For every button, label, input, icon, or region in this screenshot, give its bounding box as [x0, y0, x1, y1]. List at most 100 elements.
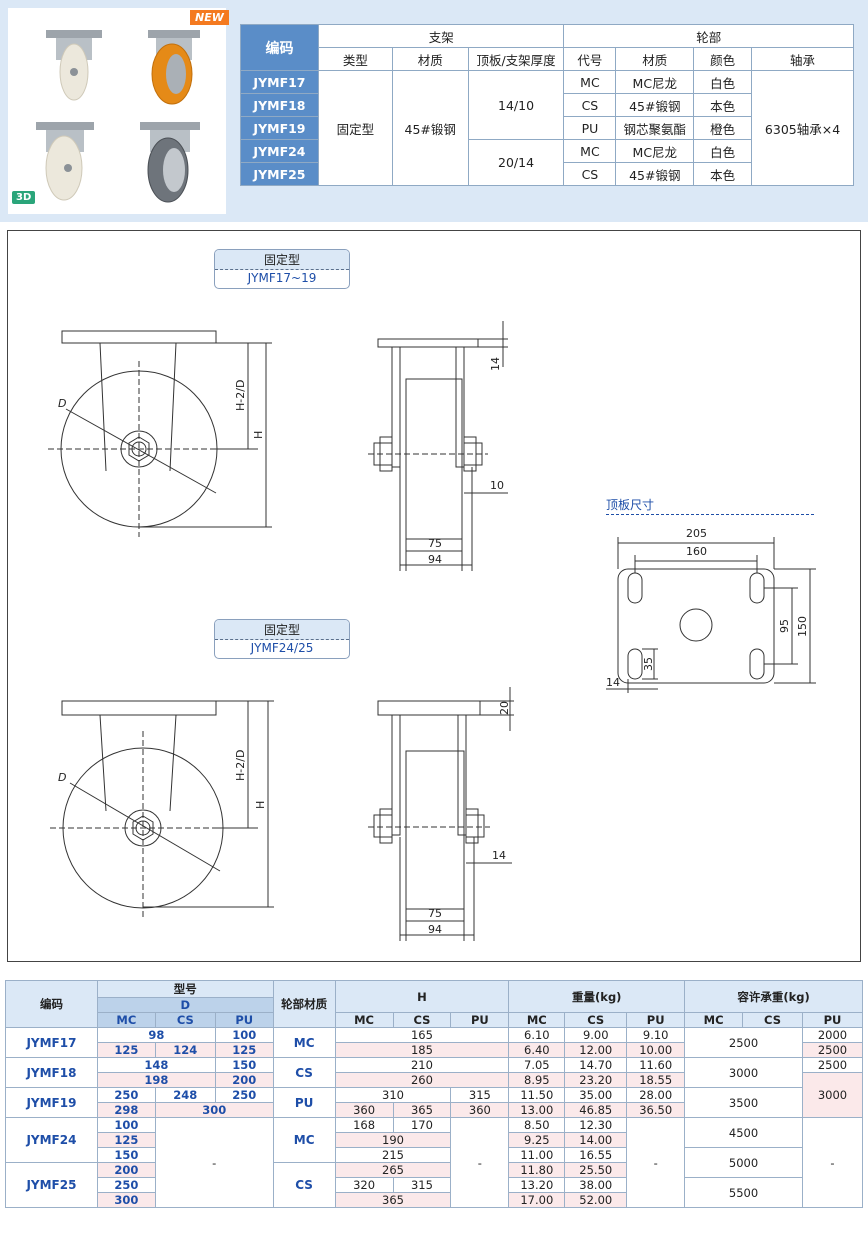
- spec-wheel-code: PU: [563, 116, 617, 140]
- table-row: 298 300 360 365 360 13.00 46.85 36.50: [6, 1102, 863, 1118]
- load-value: 3000: [801, 1072, 864, 1118]
- table-row: JYMF18 148 150 CS 210 7.05 14.70 11.60 3…: [5, 1057, 864, 1088]
- spec-code: JYMF17: [240, 70, 319, 94]
- dim-h2d-label-2: H-2/D: [234, 750, 247, 781]
- spec-subheader: 材质: [615, 47, 695, 71]
- spec-wheel-header: 轮部: [563, 24, 854, 48]
- w-value: 52.00: [564, 1192, 628, 1208]
- tag-title: 固定型: [215, 620, 349, 640]
- w-value: 9.10: [626, 1027, 686, 1043]
- sub-pu: PU: [214, 1012, 274, 1028]
- w-value: 11.80: [508, 1162, 566, 1178]
- d-dash: -: [154, 1117, 274, 1208]
- spec-material: 45#锻钢: [391, 70, 469, 186]
- table-row: 125 190 9.25 14.00: [6, 1132, 863, 1148]
- col-code: 编码: [5, 980, 98, 1028]
- w-value: 14.70: [564, 1057, 628, 1073]
- dim-h-label-2: H: [254, 801, 267, 809]
- sub-mc: MC: [96, 1012, 156, 1028]
- d-value: 198: [96, 1072, 216, 1088]
- h-value: 168: [334, 1117, 394, 1133]
- dim-d-label: D: [58, 397, 66, 410]
- plate-160: 160: [686, 545, 707, 558]
- sub-cs: CS: [742, 1012, 803, 1028]
- h-value: 315: [450, 1087, 510, 1103]
- sub-cs: CS: [392, 1012, 452, 1028]
- table-row: JYMF25 200 CS 265 11.80 25.50: [5, 1162, 863, 1208]
- d-value: 124: [154, 1042, 216, 1058]
- load-value: 2000: [801, 1027, 864, 1043]
- col-weight: 重量(kg): [508, 980, 686, 1013]
- spec-wheel-material: 钢芯聚氨酯: [615, 116, 695, 140]
- dim-h-label: H: [252, 431, 265, 439]
- col-h: H: [334, 980, 510, 1013]
- spec-code: JYMF18: [240, 93, 319, 117]
- w-value: 38.00: [564, 1177, 628, 1193]
- tag-subtitle: JYMF17~19: [247, 271, 317, 285]
- spec-wheel-material: MC尼龙: [615, 139, 695, 163]
- spec-wheel-material: 45#锻钢: [615, 162, 695, 186]
- w-value: 46.85: [564, 1102, 628, 1118]
- product-photos: [8, 8, 226, 214]
- sub-pu: PU: [801, 1012, 864, 1028]
- d-value: 248: [154, 1087, 216, 1103]
- plate-35: 35: [642, 657, 655, 671]
- technical-drawing: 固定型 JYMF17~19 固定型 JYMF24/25 顶板尺寸: [7, 230, 861, 962]
- sub-mc: MC: [508, 1012, 566, 1028]
- spec-wheel-color: 本色: [693, 93, 753, 117]
- row-code: JYMF17: [5, 1027, 98, 1058]
- w-value: 36.50: [626, 1102, 686, 1118]
- sub-mc: MC: [334, 1012, 394, 1028]
- w-value: 13.20: [508, 1177, 566, 1193]
- sub-cs: CS: [154, 1012, 216, 1028]
- new-badge: NEW: [190, 10, 229, 25]
- dim-h2d-label: H-2/D: [234, 380, 247, 411]
- h-value: 190: [334, 1132, 452, 1148]
- d-value: 100: [96, 1117, 156, 1133]
- dim-14: 14: [489, 357, 502, 371]
- d-value: 100: [214, 1027, 274, 1043]
- d-value: 250: [214, 1087, 274, 1103]
- w-value: 28.00: [626, 1087, 686, 1103]
- w-value: 9.00: [564, 1027, 628, 1043]
- w-value: 6.10: [508, 1027, 566, 1043]
- h-value: 360: [334, 1102, 394, 1118]
- w-value: 13.00: [508, 1102, 566, 1118]
- dim-75b: 75: [428, 907, 442, 920]
- row-code: JYMF24: [5, 1117, 98, 1163]
- spec-wheel-color: 橙色: [693, 116, 753, 140]
- table-row: 150 215 11.00 16.55 5000: [6, 1147, 863, 1178]
- spec-wheel-material: 45#锻钢: [615, 93, 695, 117]
- h-value: 165: [334, 1027, 510, 1043]
- load-value: 4500: [684, 1117, 803, 1148]
- row-code: JYMF18: [5, 1057, 98, 1088]
- dim-20: 20: [498, 701, 511, 715]
- 3d-badge[interactable]: 3D: [12, 191, 36, 204]
- w-value: 25.50: [564, 1162, 628, 1178]
- plate-title-underline: [606, 514, 814, 515]
- spec-code: JYMF24: [240, 139, 319, 163]
- h-value: 210: [334, 1057, 510, 1073]
- caster-drawings: D H-2/D H 14 10 75 94 D H-2/D H 20 14 75…: [48, 321, 816, 941]
- row-material: PU: [272, 1087, 336, 1118]
- row-material: MC: [272, 1117, 336, 1163]
- load-value: 5500: [684, 1177, 803, 1208]
- w-value: 8.50: [508, 1117, 566, 1133]
- plate-14: 14: [606, 676, 620, 689]
- h-dash: -: [450, 1117, 510, 1208]
- spec-thickness: 14/10: [467, 70, 565, 140]
- d-value: 148: [96, 1057, 216, 1073]
- w-value: 6.40: [508, 1042, 566, 1058]
- h-value: 360: [450, 1102, 510, 1118]
- w-value: 17.00: [508, 1192, 566, 1208]
- spec-bracket-header: 支架: [317, 24, 565, 48]
- spec-wheel-color: 本色: [693, 162, 753, 186]
- d-value: 98: [96, 1027, 216, 1043]
- dim-94b: 94: [428, 923, 442, 936]
- w-value: 11.00: [508, 1147, 566, 1163]
- h-value: 310: [334, 1087, 452, 1103]
- spec-code: JYMF19: [240, 116, 319, 140]
- sub-pu: PU: [626, 1012, 686, 1028]
- d-value: 150: [96, 1147, 156, 1163]
- d-value: 125: [96, 1042, 156, 1058]
